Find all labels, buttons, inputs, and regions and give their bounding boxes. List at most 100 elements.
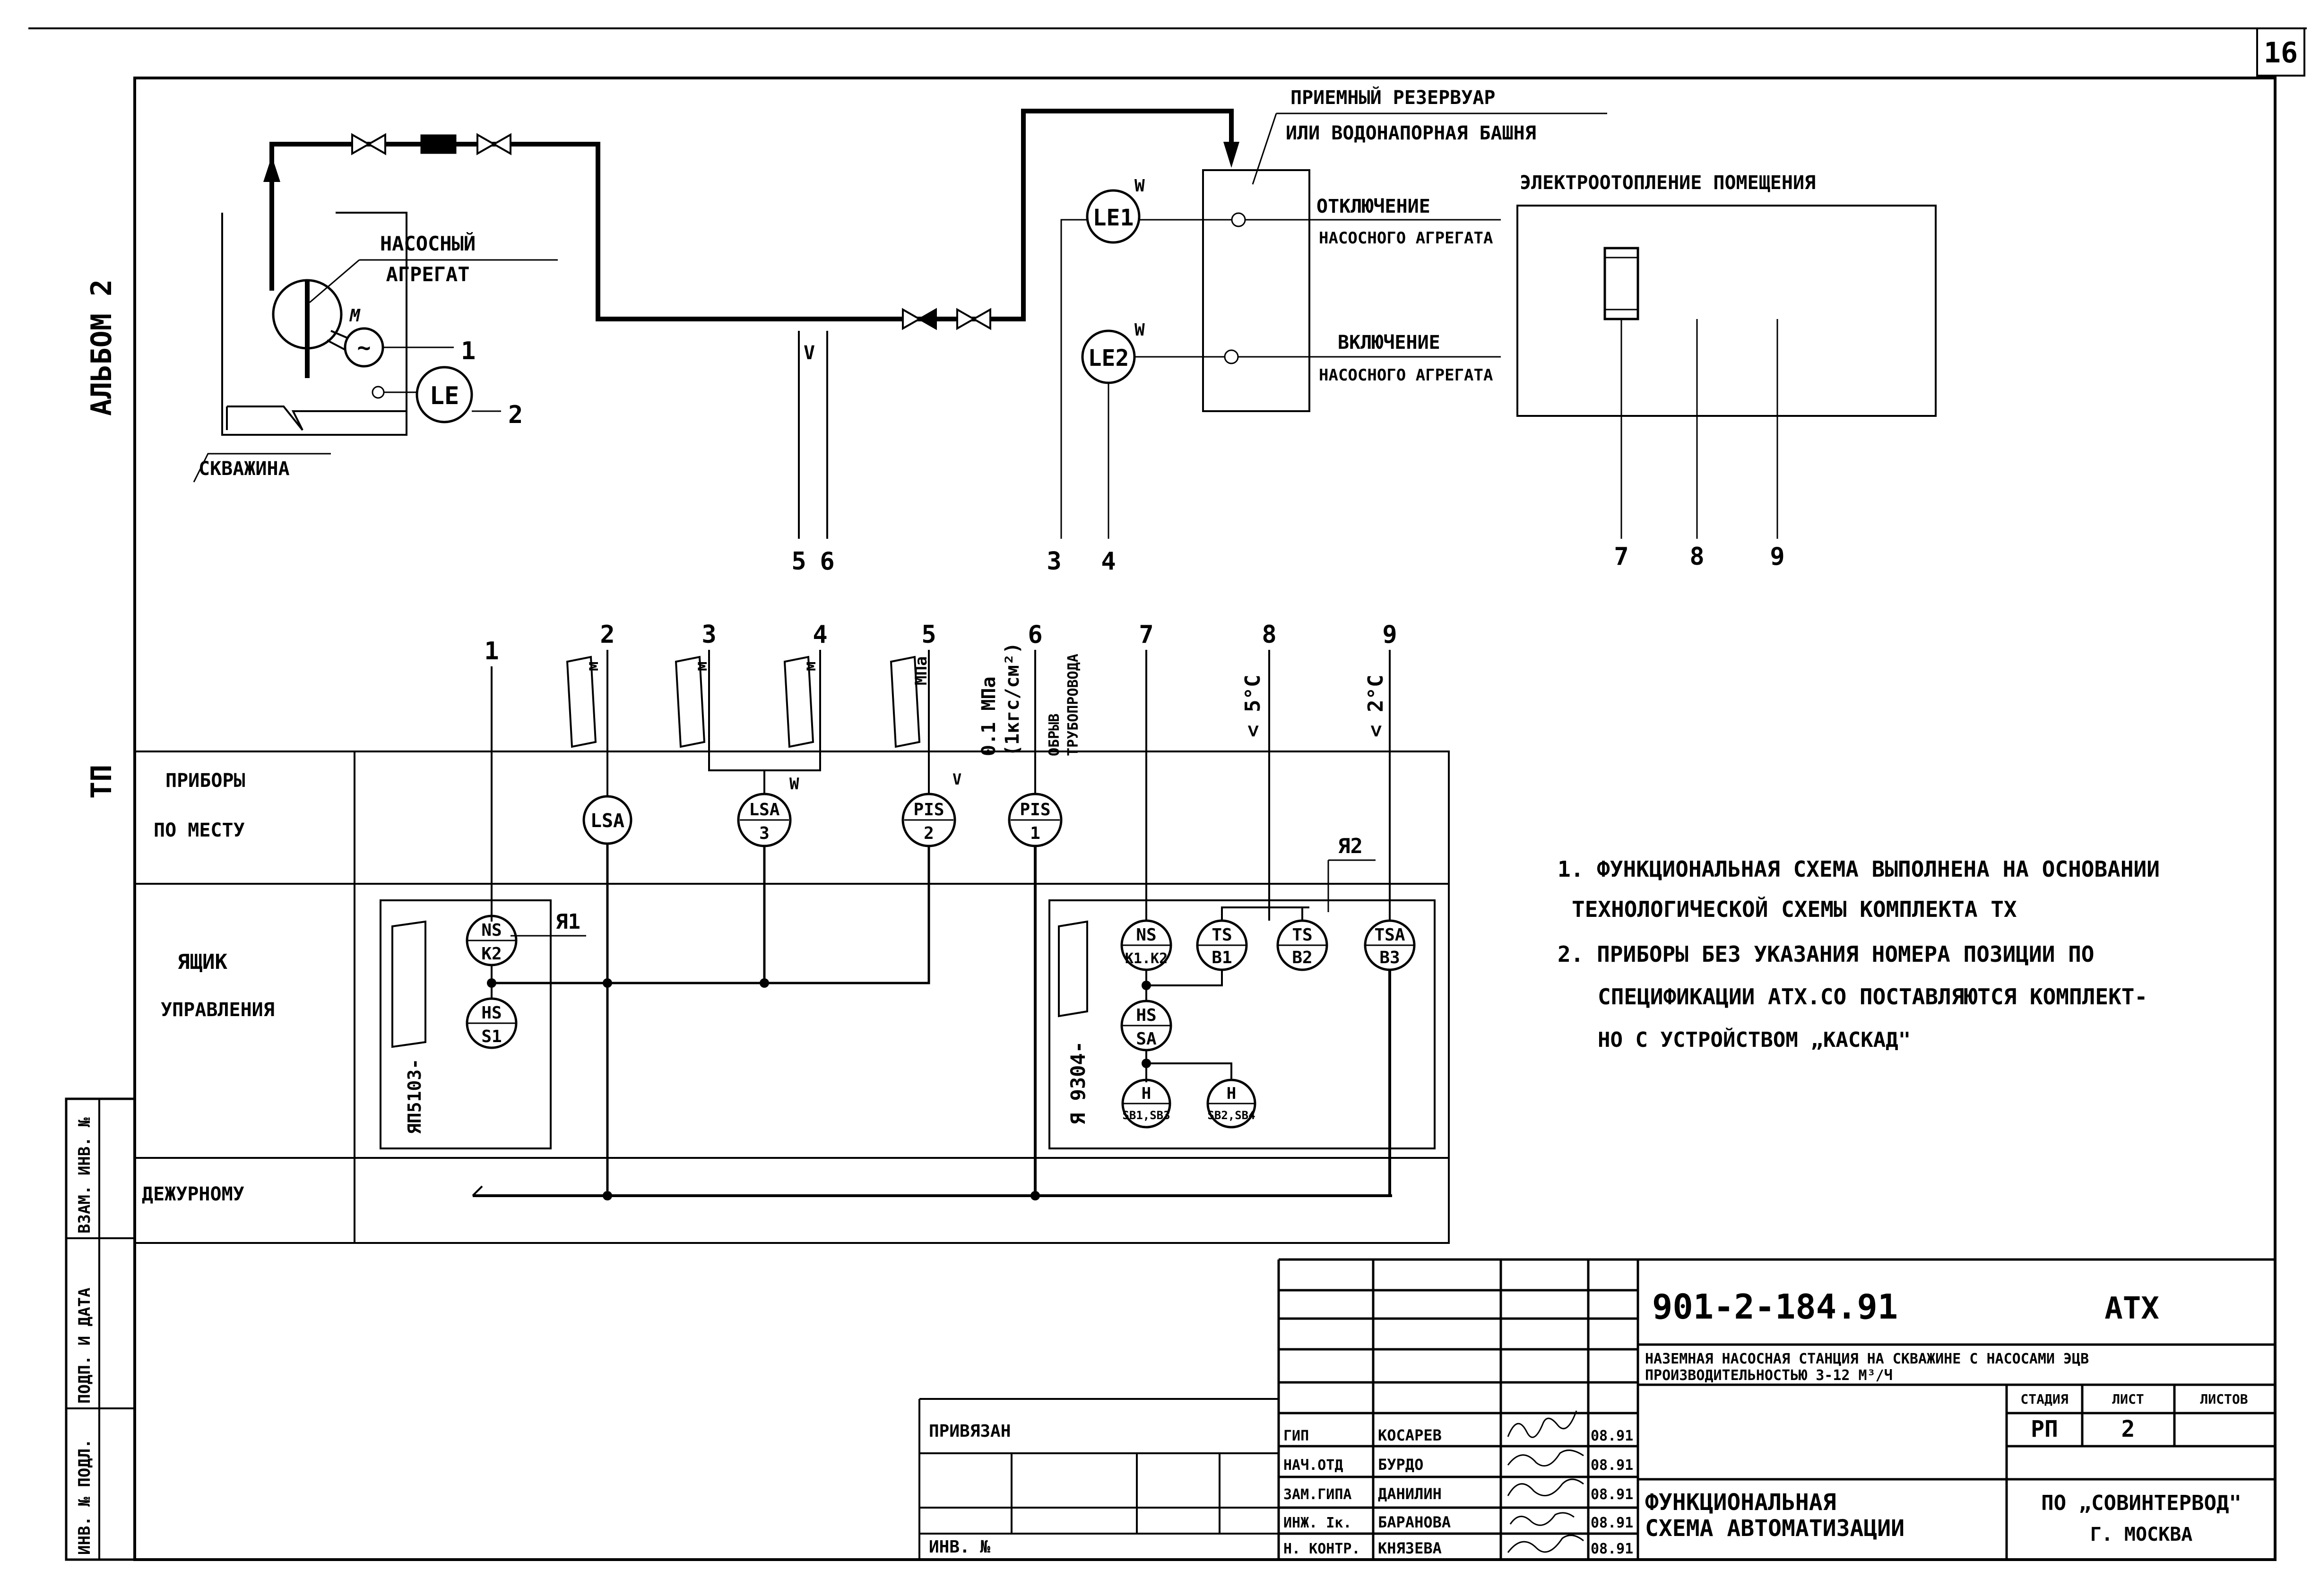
line-3-number: 3 xyxy=(701,621,716,649)
cable-marker-3 xyxy=(675,656,706,748)
h1-instrument xyxy=(1121,1078,1171,1129)
pressure-note-1: 0.1 МПа xyxy=(978,676,1000,756)
cable-marker-5 xyxy=(890,656,921,748)
side-stamp-replaced: ВЗАМ. ИНВ. № xyxy=(75,1117,94,1234)
marker-5-mpa: МПа xyxy=(912,656,931,685)
row-box-2: УПРАВЛЕНИЯ xyxy=(161,999,275,1021)
sign-role-1: ГИП xyxy=(1283,1428,1309,1444)
note-2-line-2: СПЕЦИФИКАЦИИ АТХ.СО ПОСТАВЛЯЮТСЯ КОМПЛЕК… xyxy=(1598,984,2147,1009)
ns-k2-top: NS xyxy=(481,921,502,940)
ts-b2-top: TS xyxy=(1292,925,1312,945)
le1-label: LE1 xyxy=(1093,205,1134,231)
reservoir-label-2: ИЛИ ВОДОНАПОРНАЯ БАШНЯ xyxy=(1286,122,1536,144)
marker-4-m: м xyxy=(801,662,820,671)
le2-label: LE2 xyxy=(1088,345,1129,371)
sign-name-4: БАРАНОВА xyxy=(1378,1513,1451,1531)
side-stamp-frame xyxy=(65,1097,136,1561)
drawing-title-1: ФУНКЦИОНАЛЬНАЯ xyxy=(1645,1489,1836,1516)
line-4-top-number: 4 xyxy=(1101,547,1116,576)
marker-2-m: м xyxy=(583,662,602,671)
row-local-1: ПРИБОРЫ xyxy=(165,770,245,792)
inv-label: ИНВ. № xyxy=(929,1537,990,1557)
heating-label: ЭЛЕКТРООТОПЛЕНИЕ ПОМЕЩЕНИЯ xyxy=(1520,172,1816,194)
le-label: LE xyxy=(430,382,459,410)
well-outline xyxy=(226,405,407,431)
sign-role-4: ИНЖ. Iк. xyxy=(1283,1515,1352,1531)
switch-off-point xyxy=(1231,212,1246,227)
pump-housing xyxy=(221,212,407,436)
pis1-top: PIS xyxy=(1020,800,1050,820)
org-line-2: Г. МОСКВА xyxy=(2090,1524,2193,1545)
ns-k1-top: NS xyxy=(1136,925,1156,945)
cable-marker-4 xyxy=(783,656,814,748)
hs-sa-top: HS xyxy=(1136,1006,1156,1025)
h2-instrument xyxy=(1206,1078,1256,1129)
line-9-number: 9 xyxy=(1382,621,1397,649)
flow-arrow-down xyxy=(1223,142,1239,168)
bound-label: ПРИВЯЗАН xyxy=(929,1422,1011,1441)
flow-arrow-up xyxy=(263,156,280,182)
le1-w: W xyxy=(1134,176,1145,196)
sign-name-3: ДАНИЛИН xyxy=(1378,1485,1442,1503)
h2-top: H xyxy=(1227,1084,1236,1103)
well-label: СКВАЖИНА xyxy=(199,458,290,480)
flow-meter xyxy=(420,134,457,154)
sheet-number-box xyxy=(2256,27,2305,77)
temp-note-2: < 2°С xyxy=(1364,675,1388,737)
ns-k1-bot: K1.K2 xyxy=(1125,950,1168,967)
motor-tilde: ~ xyxy=(357,335,371,361)
sheet-header: ЛИСТ xyxy=(2112,1391,2144,1407)
rows-table xyxy=(135,751,1450,1244)
sheet-value: 2 xyxy=(2121,1416,2135,1442)
sign-date-2: 08.91 xyxy=(1591,1457,1633,1474)
pump-unit-label-1: НАСОСНЫЙ xyxy=(380,232,476,255)
line-5-top-number: 5 xyxy=(791,547,806,576)
project-line-2: ПРОИЗВОДИТЕЛЬНОСТЬЮ 3-12 М³/Ч xyxy=(1645,1367,1893,1384)
sign-date-1: 08.91 xyxy=(1591,1428,1633,1444)
note-1-line-1: 1. ФУНКЦИОНАЛЬНАЯ СХЕМА ВЫПОЛНЕНА НА ОСН… xyxy=(1558,856,2160,882)
side-stamp-inventory: ИНВ. № ПОДЛ. xyxy=(75,1439,94,1555)
line-8-top-number: 8 xyxy=(1689,543,1704,571)
rupture-note-1: ОБРЫВ xyxy=(1046,714,1063,756)
row-duty: ДЕЖУРНОМУ xyxy=(142,1183,244,1205)
sheets-header: ЛИСТОВ xyxy=(2200,1391,2248,1407)
heating-room xyxy=(1516,205,1937,417)
row-box-1: ЯЩИК xyxy=(177,950,227,974)
temp-note-5: < 5°С xyxy=(1241,675,1265,737)
control-box-ya1 xyxy=(380,899,552,1149)
line-2-number: 2 xyxy=(600,621,615,649)
pis2-top: PIS xyxy=(913,800,944,820)
valve-2 xyxy=(476,133,511,155)
sign-date-3: 08.91 xyxy=(1591,1486,1633,1503)
title-block xyxy=(1277,1258,2275,1560)
drawing-title-2: СХЕМА АВТОМАТИЗАЦИИ xyxy=(1645,1515,1904,1542)
off-label-1: ОТКЛЮЧЕНИЕ xyxy=(1316,196,1430,217)
heater xyxy=(1603,247,1639,320)
pis2-v: V xyxy=(952,770,961,788)
ya2-model: Я 9304- xyxy=(1066,1041,1090,1125)
pis1-bot: 1 xyxy=(1030,824,1040,843)
org-line-1: ПО „СОВИНТЕРВОД" xyxy=(2041,1491,2242,1515)
v-marker-top: V xyxy=(804,342,815,364)
ts-b1-top: TS xyxy=(1212,925,1232,945)
marker-3-m: м xyxy=(692,662,711,671)
le2-w: W xyxy=(1134,320,1145,340)
hs-sa-bot: SA xyxy=(1136,1029,1157,1049)
valve-3 xyxy=(956,308,991,330)
line-1-number: 1 xyxy=(484,637,499,665)
h1-top: H xyxy=(1142,1084,1151,1103)
sign-name-2: БУРДО xyxy=(1378,1456,1423,1474)
doc-mark: АТХ xyxy=(2104,1291,2159,1326)
check-valve xyxy=(902,308,937,330)
on-label-2: НАСОСНОГО АГРЕГАТА xyxy=(1319,366,1493,385)
line-1-top-number: 1 xyxy=(461,337,476,365)
line-4-number: 4 xyxy=(813,621,827,649)
rupture-note-2: ТРУБОПРОВОДА xyxy=(1065,654,1082,756)
cable-marker-2 xyxy=(566,656,597,748)
project-line-1: НАЗЕМНАЯ НАСОСНАЯ СТАНЦИЯ НА СКВАЖИНЕ С … xyxy=(1645,1351,2089,1367)
line-8-number: 8 xyxy=(1262,621,1276,649)
stage-value: РП xyxy=(2031,1416,2058,1442)
control-box-ya2 xyxy=(1048,899,1436,1149)
bound-block xyxy=(918,1398,1279,1560)
